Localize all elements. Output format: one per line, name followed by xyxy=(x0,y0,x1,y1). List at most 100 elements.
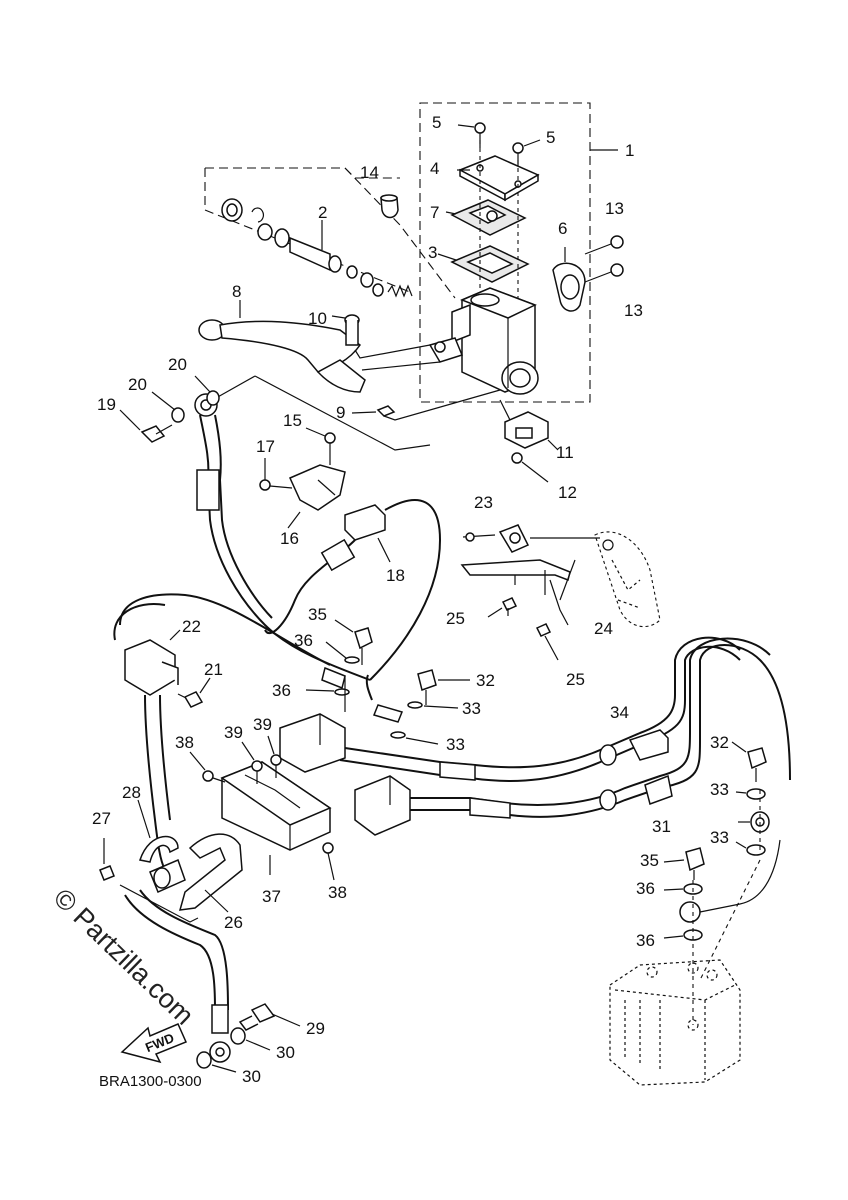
pivot-bolt-10 xyxy=(331,314,431,359)
washer-33-lower-b xyxy=(735,841,766,856)
hose-block-upper xyxy=(279,666,346,773)
callout-2: 2 xyxy=(318,203,327,222)
callout-25-left: 25 xyxy=(446,609,465,628)
callout-36-upper: 36 xyxy=(294,631,313,650)
callout-24: 24 xyxy=(594,619,613,638)
callout-36-lower-a: 36 xyxy=(636,879,655,898)
bolt-25-left xyxy=(487,597,518,618)
banjo-bolt-29 xyxy=(238,1003,301,1031)
callout-33-mid: 33 xyxy=(446,735,465,754)
washer-36-upper xyxy=(325,641,360,664)
union-bolt-35-lower xyxy=(663,847,705,880)
abs-cover-37 xyxy=(220,761,332,875)
handlebar-clamp-6 xyxy=(552,247,586,312)
callout-13-bottom: 13 xyxy=(624,301,643,320)
hose-guide-16 xyxy=(287,464,346,529)
callout-15: 15 xyxy=(283,411,302,430)
callout-9: 9 xyxy=(336,403,345,422)
brake-light-switch-11 xyxy=(499,399,559,451)
lever-pivot-bracket xyxy=(361,337,464,371)
hose-block-lower xyxy=(354,775,411,836)
union-33-fitting xyxy=(738,811,770,833)
callout-29: 29 xyxy=(306,1019,325,1038)
washer-36-lower-a xyxy=(663,883,703,895)
front-brake-hose-left xyxy=(194,375,431,681)
nut-9 xyxy=(351,389,501,421)
bolt-38-upper xyxy=(189,751,226,783)
hose-joint-18 xyxy=(264,499,442,681)
hose-fitting-upper xyxy=(365,674,404,723)
washer-33-upper xyxy=(407,701,459,709)
hose-clip-28 xyxy=(137,799,179,863)
master-cylinder-body xyxy=(451,287,539,395)
piston-kit-2 xyxy=(221,198,413,298)
callout-32-upper: 32 xyxy=(476,671,495,690)
callout-18: 18 xyxy=(386,566,405,585)
callout-8: 8 xyxy=(232,282,241,301)
callout-21: 21 xyxy=(204,660,223,679)
washer-20-upper xyxy=(194,375,220,406)
diagram-code: BRA1300-0300 xyxy=(99,1073,202,1090)
bolt-39-left xyxy=(241,741,263,784)
callout-11: 11 xyxy=(556,443,574,462)
callout-30-upper: 30 xyxy=(276,1043,295,1062)
bolt-15 xyxy=(305,427,336,465)
callout-35-lower: 35 xyxy=(640,851,659,870)
callout-37: 37 xyxy=(262,887,281,906)
watermark-text: © Partzilla.com xyxy=(48,883,200,1031)
callout-22: 22 xyxy=(182,617,201,636)
abs-bracket-24 xyxy=(460,524,661,628)
brake-lever-8 xyxy=(198,300,366,393)
screw-5-left xyxy=(457,122,486,148)
bracket-26 xyxy=(119,833,243,923)
brake-hose-22 xyxy=(113,593,331,871)
callout-10: 10 xyxy=(308,309,327,328)
callout-16: 16 xyxy=(280,529,299,548)
washer-20-lower xyxy=(151,391,185,423)
callout-38-lower: 38 xyxy=(328,883,347,902)
diaphragm-3 xyxy=(437,245,530,283)
callout-19: 19 xyxy=(97,395,116,414)
hose-clamp-lower xyxy=(149,858,186,894)
union-bolt-32-lower xyxy=(731,741,767,782)
union-bolt-32-upper xyxy=(417,669,470,705)
bolt-39-right xyxy=(267,735,282,778)
callout-33-lower-b: 33 xyxy=(710,828,729,847)
union-bolt-35-upper xyxy=(334,619,373,665)
clamp-bolt-13-top xyxy=(584,235,624,255)
callout-20-lower: 20 xyxy=(128,375,147,394)
callout-30-lower: 30 xyxy=(242,1067,261,1086)
bolt-21 xyxy=(177,677,211,708)
hose-fitting-lower xyxy=(679,839,781,923)
clamp-bolt-13-bottom xyxy=(584,263,624,283)
switch-screw-12 xyxy=(511,452,549,483)
callout-39-left: 39 xyxy=(224,723,243,742)
callout-17: 17 xyxy=(256,437,275,456)
washer-33-mid xyxy=(390,731,439,745)
washer-36-lower-b xyxy=(663,929,703,941)
washer-36-mid xyxy=(305,688,350,696)
washer-30-lower xyxy=(196,1051,237,1073)
callout-35-upper: 35 xyxy=(308,605,327,624)
washer-33-lower-a xyxy=(735,788,766,800)
callout-31: 31 xyxy=(652,817,671,836)
callout-4: 4 xyxy=(430,159,439,178)
forward-arrow-icon: FWD xyxy=(120,1023,188,1064)
callout-33-upper: 33 xyxy=(462,699,481,718)
screw-5-right xyxy=(512,139,541,168)
reservoir-cap-4 xyxy=(457,155,540,202)
banjo-bolt-19 xyxy=(119,409,173,443)
callout-12: 12 xyxy=(558,483,577,502)
callout-5-right: 5 xyxy=(546,128,555,147)
callout-27: 27 xyxy=(92,809,111,828)
callout-38-upper: 38 xyxy=(175,733,194,752)
brake-pipe-31 xyxy=(410,637,791,819)
callout-5-left: 5 xyxy=(432,113,441,132)
washer-30-upper xyxy=(230,1027,271,1051)
callout-33-lower-a: 33 xyxy=(710,780,729,799)
abs-hydraulic-unit xyxy=(609,959,741,1086)
callout-20-upper: 20 xyxy=(168,355,187,374)
nut-27 xyxy=(99,838,115,881)
callout-34: 34 xyxy=(610,703,629,722)
callout-26: 26 xyxy=(224,913,243,932)
